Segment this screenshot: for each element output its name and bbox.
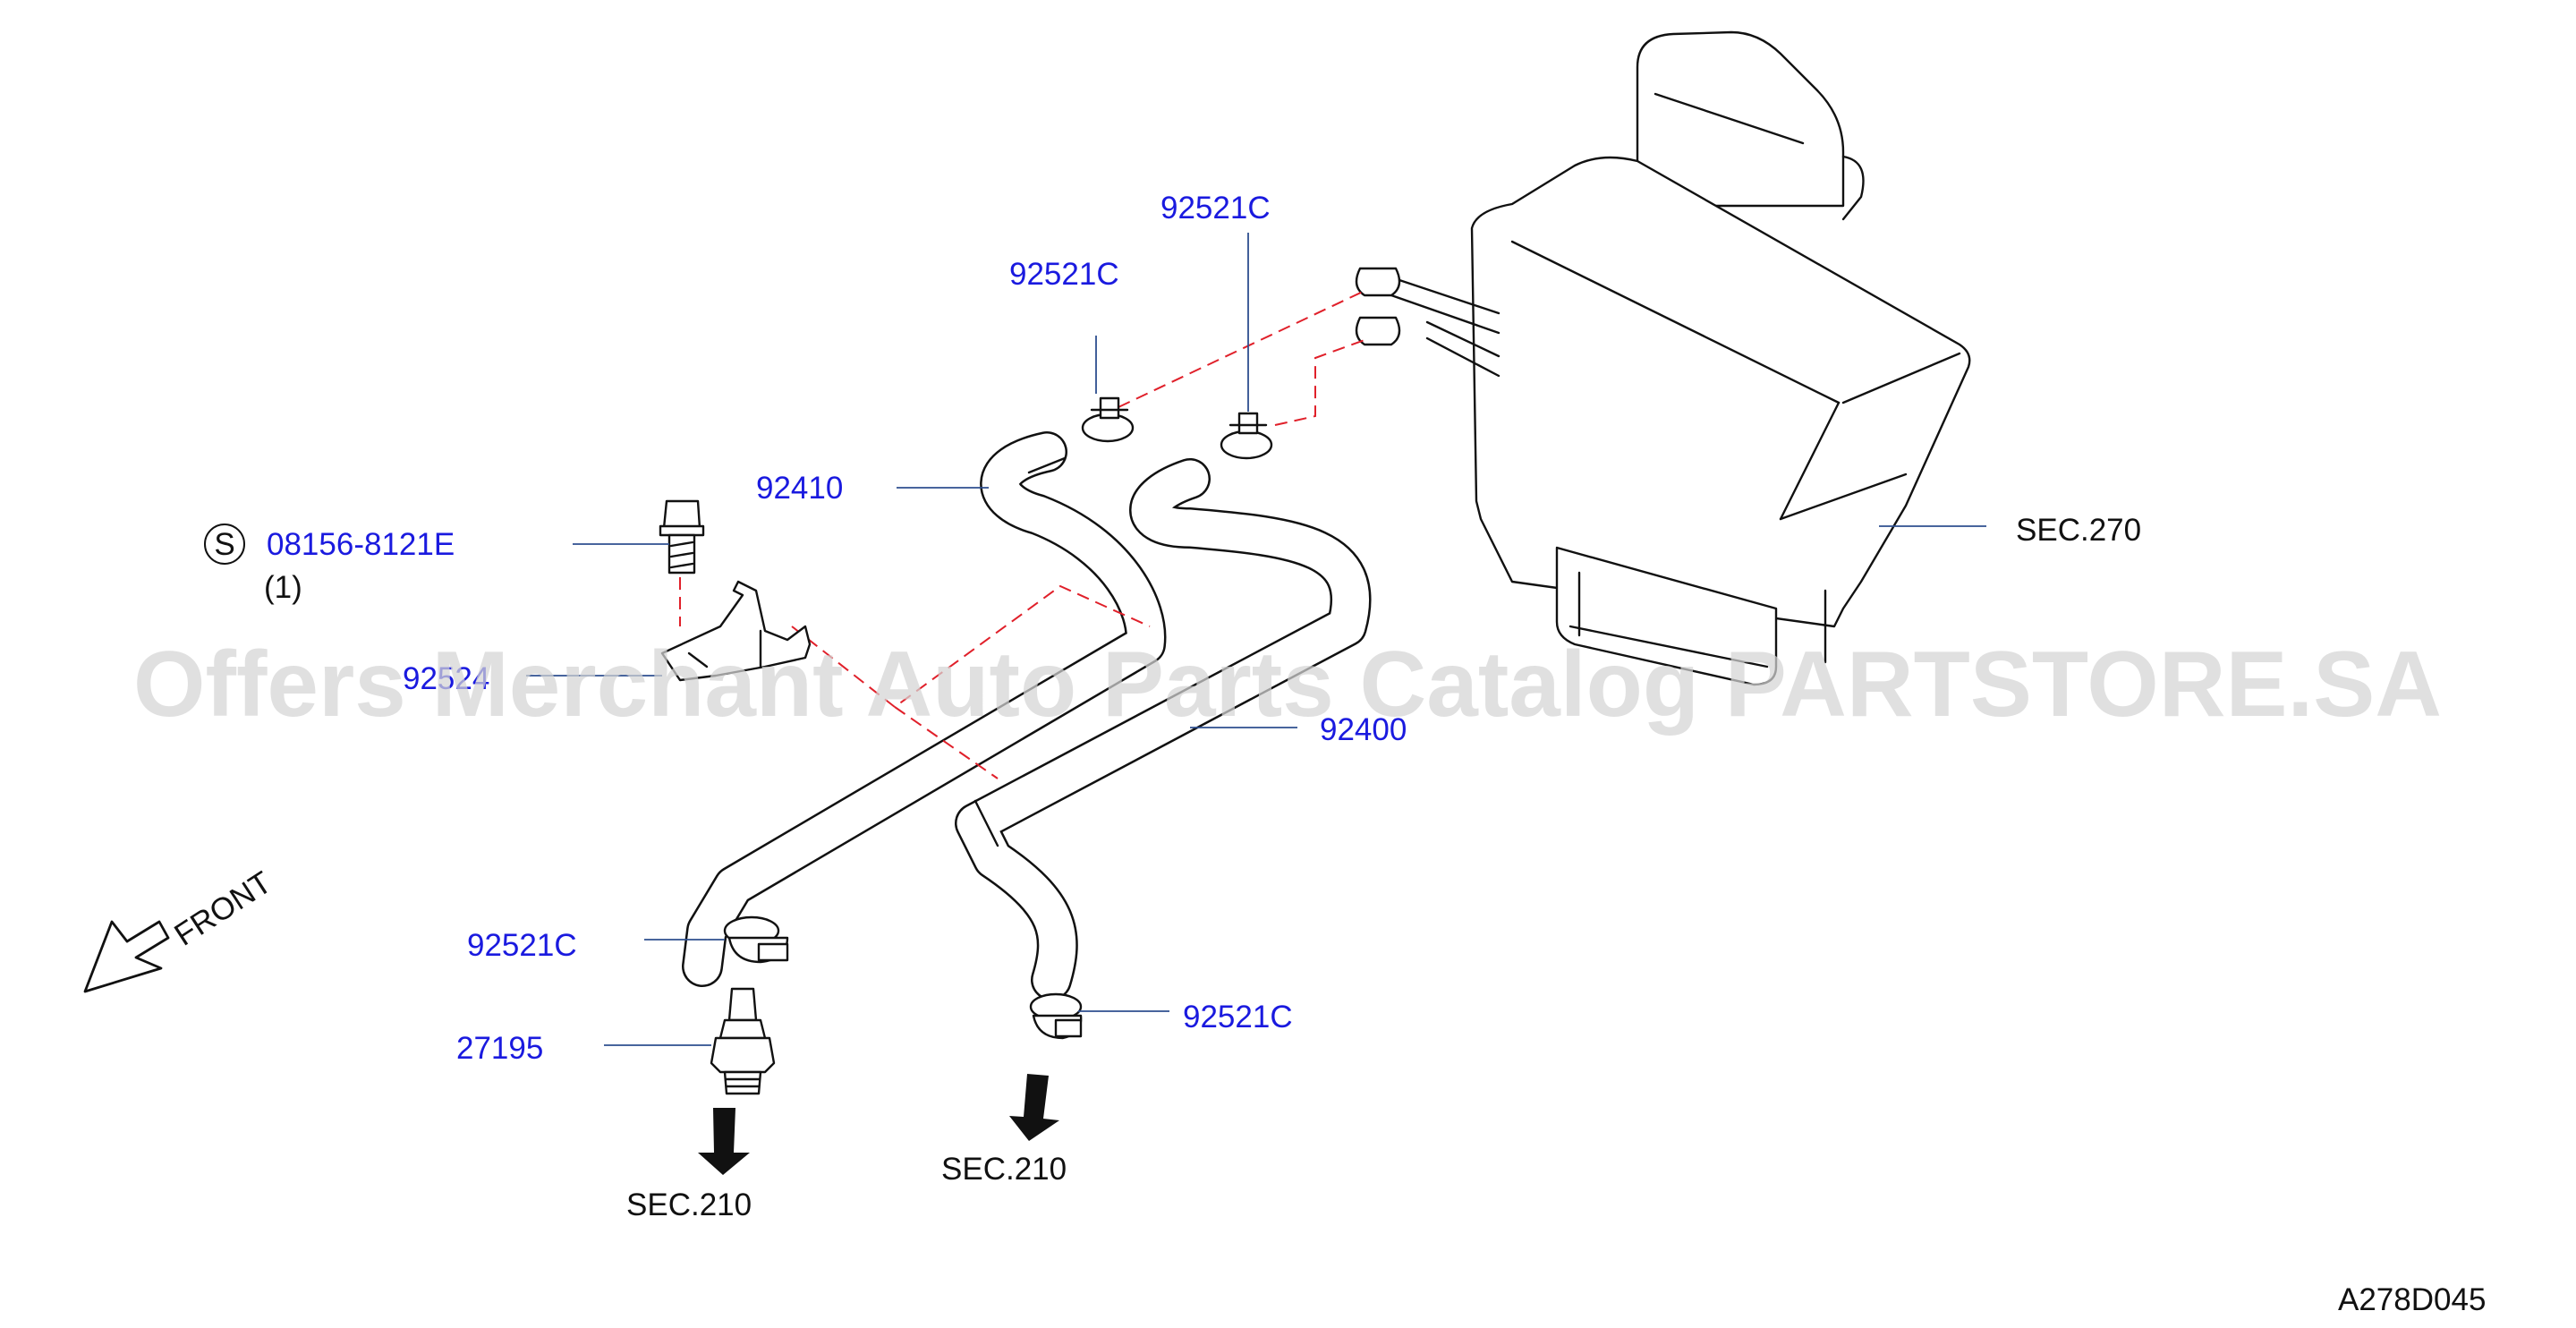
- dashed-guides: [679, 290, 1365, 779]
- bolt: [659, 499, 705, 575]
- label-bracket: 92524: [403, 661, 489, 696]
- label-bolt: 08156-8121E: [267, 527, 455, 562]
- label-sec-210-right: SEC.210: [941, 1152, 1067, 1187]
- watermark: Offers Merchant Auto Parts Catalog PARTS…: [133, 633, 2442, 736]
- clamp-lower-left: [723, 915, 789, 964]
- s-symbol: S: [204, 524, 245, 565]
- label-clamp-lower-right: 92521C: [1183, 1000, 1293, 1034]
- clamp-lower-right: [1029, 992, 1083, 1040]
- arrow-down-right-icon: [1009, 1074, 1059, 1141]
- diagram-id: A278D045: [2338, 1282, 2486, 1317]
- hose-92400: [955, 458, 1372, 1000]
- valve: [710, 987, 776, 1095]
- arrow-down-left-icon: [698, 1108, 750, 1175]
- label-valve: 27195: [456, 1031, 543, 1066]
- label-front: FRONT: [168, 864, 277, 952]
- front-arrow-icon: [83, 920, 170, 993]
- bracket: [660, 580, 812, 682]
- label-clamp-upper-right: 92521C: [1160, 191, 1271, 226]
- clamp-upper-right: [1220, 412, 1273, 460]
- leader-lines: [526, 233, 1986, 1046]
- label-sec-270: SEC.270: [2016, 513, 2141, 548]
- clamp-upper-left: [1081, 396, 1135, 443]
- s-symbol-letter: S: [214, 527, 234, 562]
- label-hose-92400: 92400: [1320, 712, 1407, 747]
- label-bolt-qty: (1): [264, 570, 302, 605]
- heater-unit: [1355, 30, 1971, 686]
- hose-92410: [682, 431, 1167, 987]
- label-clamp-lower-left: 92521C: [467, 928, 577, 963]
- label-clamp-upper-left: 92521C: [1009, 257, 1119, 292]
- label-sec-210-left: SEC.210: [626, 1188, 752, 1222]
- label-hose-92410: 92410: [756, 471, 843, 506]
